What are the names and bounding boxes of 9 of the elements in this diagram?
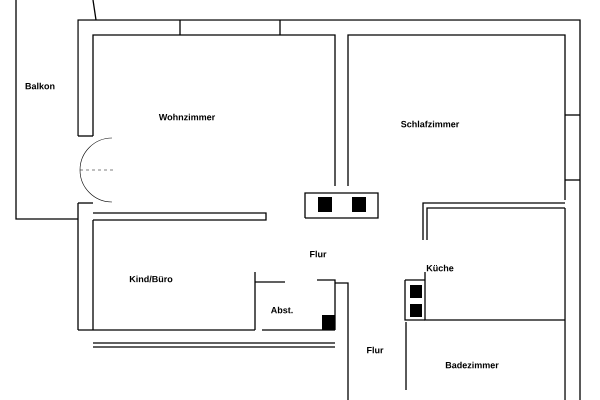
room-label: Kind/Büro: [130, 276, 172, 282]
room-label: Schlafzimmer: [401, 120, 460, 128]
room-label: Badezimmer: [446, 362, 499, 368]
room-label: Wohnzimmer: [158, 114, 216, 120]
room-label: Flur: [310, 250, 326, 258]
room-label: Abst.: [270, 306, 293, 314]
room-label: Küche: [426, 264, 454, 272]
room-label: Flur: [367, 346, 384, 354]
room-label: Balkon: [26, 82, 54, 90]
